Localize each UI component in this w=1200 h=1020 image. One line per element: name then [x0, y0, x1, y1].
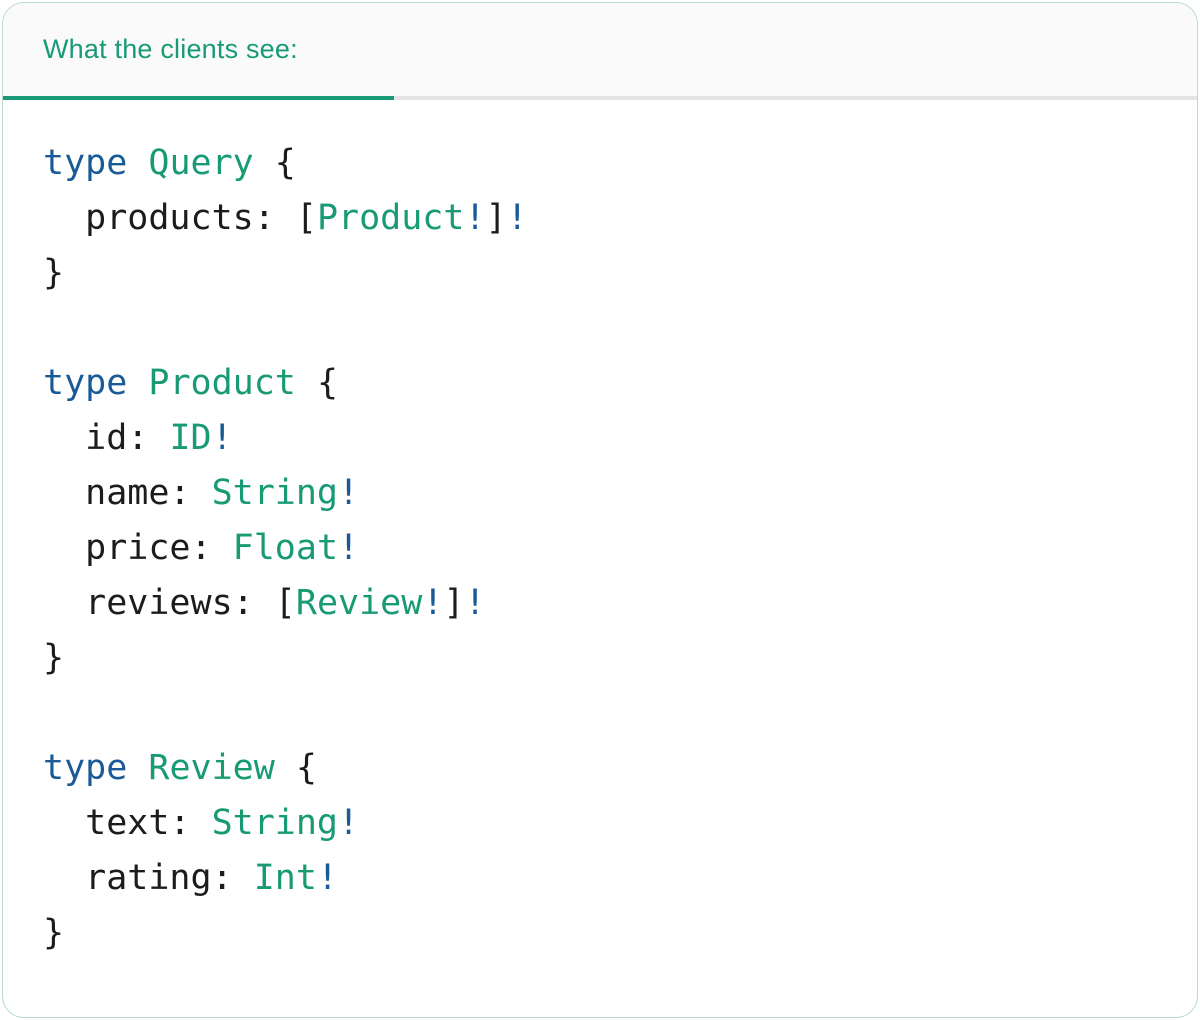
code-token-plain: } [43, 638, 65, 678]
code-line: products: [Product!]! [43, 191, 1157, 246]
code-token-typename: Product [148, 363, 296, 403]
code-token-keyword: type [43, 143, 128, 183]
code-token-typename: String [211, 473, 339, 513]
code-token-typename: Query [148, 143, 254, 183]
code-token-plain: { [274, 748, 317, 788]
code-token-typename: Review [295, 583, 423, 623]
code-token-plain: reviews: [ [43, 583, 296, 623]
code-token-plain: rating: [43, 858, 254, 898]
code-line [43, 686, 1157, 741]
code-token-plain: text: [43, 803, 212, 843]
code-line: reviews: [Review!]! [43, 576, 1157, 631]
code-line: type Query { [43, 136, 1157, 191]
code-token-bang: ! [464, 583, 486, 623]
code-token-plain: ] [443, 583, 465, 623]
code-token-typename: Review [148, 748, 275, 788]
code-token-plain: { [295, 363, 339, 403]
code-line: type Review { [43, 741, 1157, 796]
tab-underline-active [3, 96, 394, 100]
code-token-bang: ! [338, 473, 360, 513]
code-token-typename: Int [253, 858, 317, 898]
code-line [43, 301, 1157, 356]
code-token-bang: ! [211, 418, 233, 458]
code-line: type Product { [43, 356, 1157, 411]
code-token-plain: ] [485, 198, 507, 238]
code-line: text: String! [43, 796, 1157, 851]
tab-underline-track [3, 96, 1197, 100]
code-token-plain: { [253, 143, 296, 183]
code-token-bang: ! [316, 858, 339, 898]
code-line: name: String! [43, 466, 1157, 521]
panel-header: What the clients see: [3, 3, 1197, 96]
code-token-typename: Float [232, 528, 339, 568]
code-line: } [43, 246, 1157, 301]
code-token-typename: ID [169, 418, 212, 458]
code-line: id: ID! [43, 411, 1157, 466]
code-line: price: Float! [43, 521, 1157, 576]
code-token-plain: name: [43, 473, 212, 513]
code-token-typename: Product [316, 198, 465, 238]
code-token-keyword: type [43, 748, 128, 788]
code-token-bang: ! [506, 198, 528, 238]
code-line: } [43, 631, 1157, 686]
code-token-bang: ! [338, 528, 360, 568]
code-token-typename: String [211, 803, 339, 843]
panel-title: What the clients see: [43, 34, 298, 64]
code-token-bang: ! [464, 198, 486, 238]
code-token-bang: ! [422, 583, 444, 623]
code-token-keyword: type [43, 363, 128, 403]
code-token-plain [127, 363, 148, 403]
code-token-plain: products: [ [43, 198, 317, 238]
code-token-plain: id: [43, 418, 170, 458]
code-token-plain: price: [43, 528, 233, 568]
code-token-plain: } [43, 253, 65, 293]
code-line: } [43, 906, 1157, 961]
code-block: type Query { products: [Product!]!} type… [3, 100, 1197, 1001]
code-token-plain [127, 143, 148, 183]
code-token-bang: ! [338, 803, 360, 843]
code-token-plain [127, 748, 148, 788]
code-line: rating: Int! [43, 851, 1157, 906]
code-token-plain: } [43, 913, 65, 953]
